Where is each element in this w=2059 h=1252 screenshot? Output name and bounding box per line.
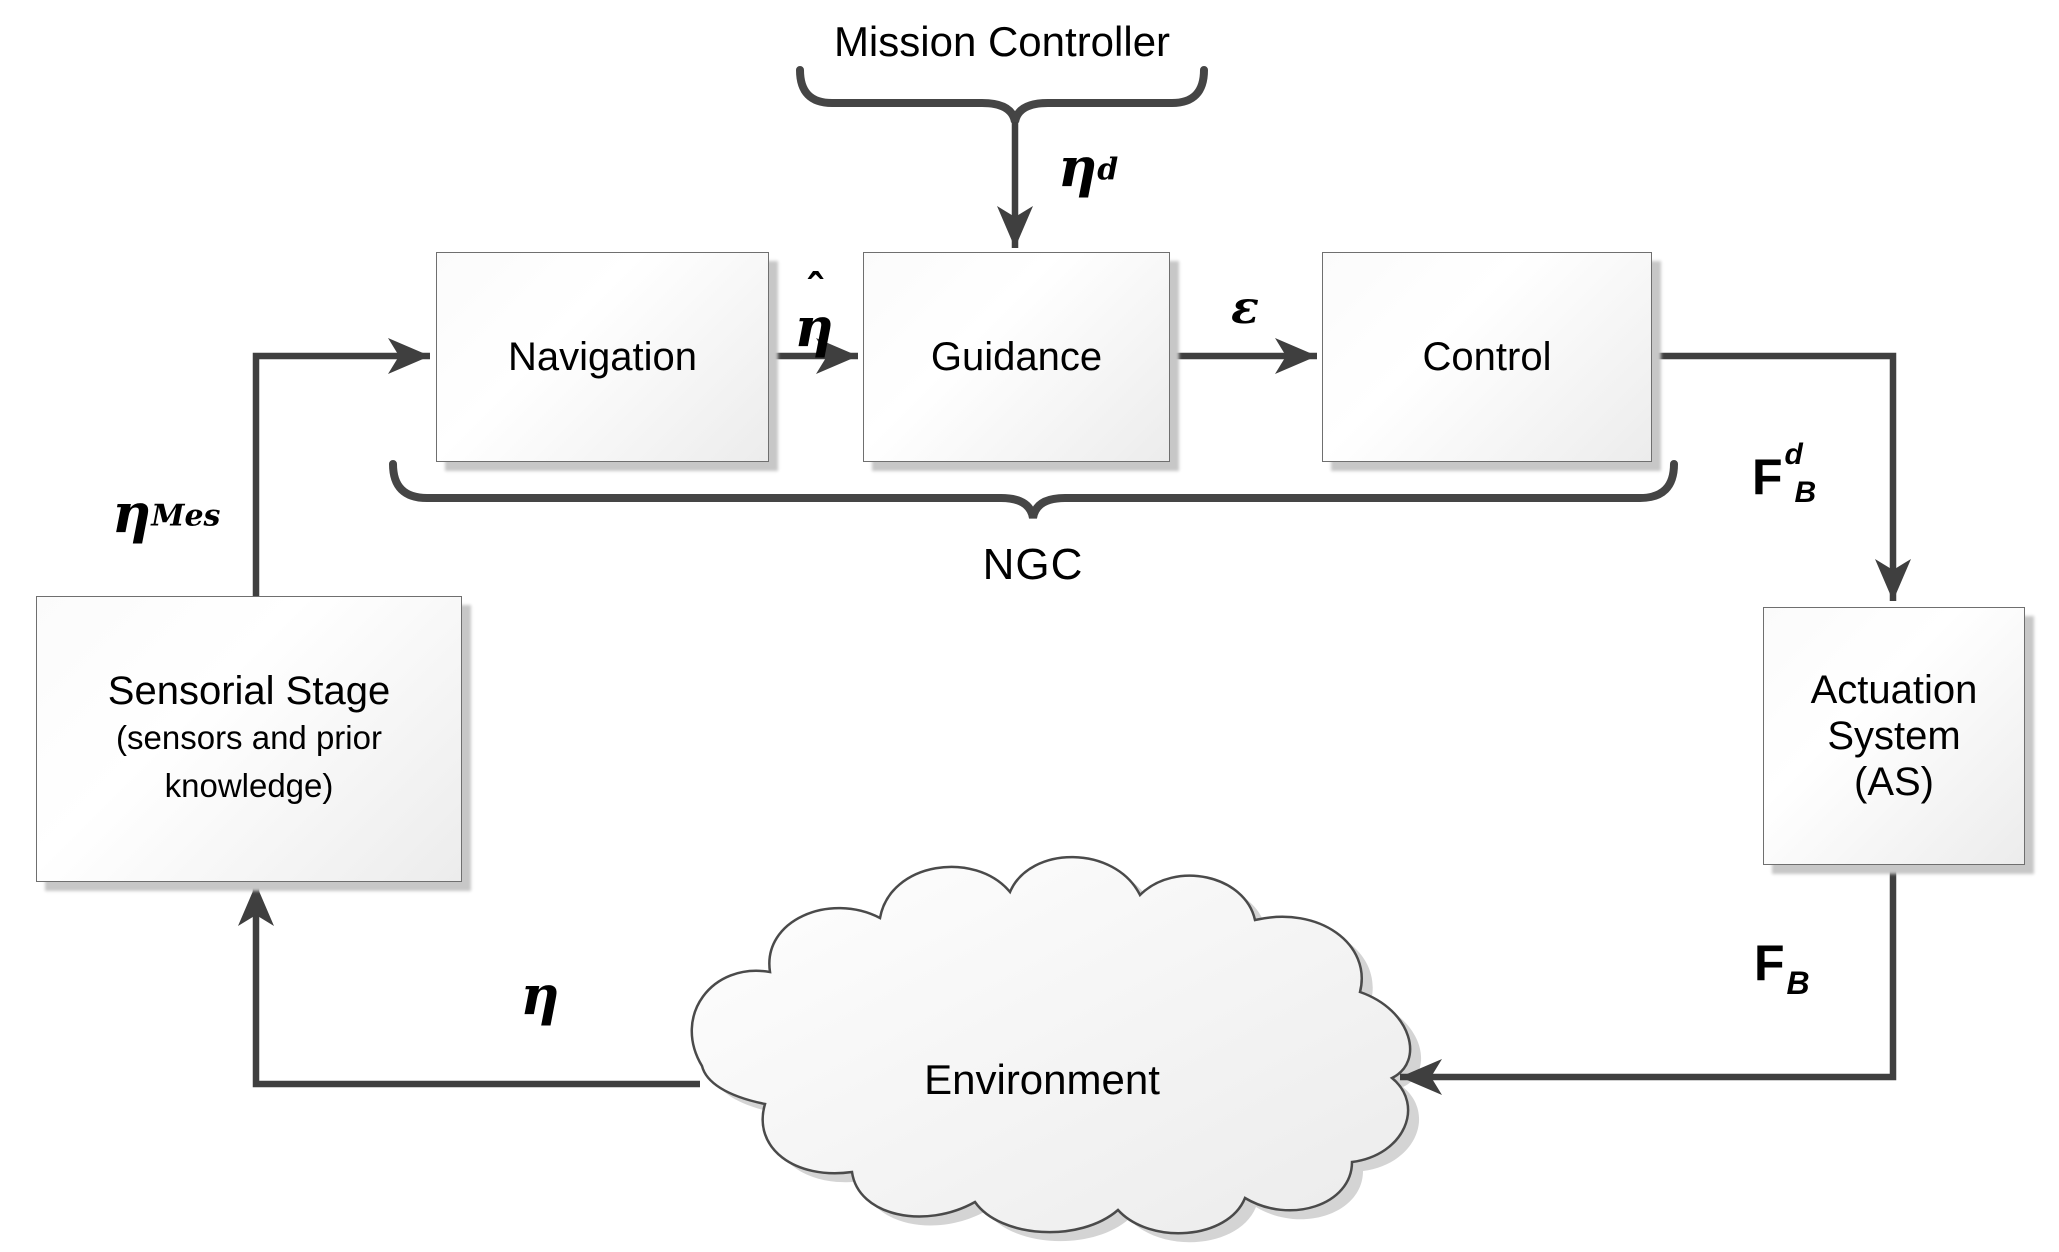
mission-controller-label: Mission Controller <box>833 18 1171 65</box>
ngc-brace <box>389 460 1678 519</box>
edge-control-to-actuation <box>1650 352 1911 601</box>
mission-controller-brace <box>796 66 1208 123</box>
navigation-box: Navigation <box>436 252 769 462</box>
control-label: Control <box>1422 335 1552 379</box>
sensorial-stage-sub2: knowledge) <box>164 767 334 804</box>
force-sub: B <box>1786 965 1810 1001</box>
eta-measured-sup: Mes <box>151 498 221 534</box>
actuation-system-box: Actuation System (AS) <box>1763 607 2025 865</box>
actuation-line1: Actuation <box>1810 668 1978 712</box>
eta-feedback-symbol: η <box>520 963 560 1027</box>
eta-measured-base: η <box>112 481 152 545</box>
actuation-line2: System <box>1827 714 1961 758</box>
guidance-label: Guidance <box>930 335 1103 379</box>
guidance-box: Guidance <box>863 252 1170 462</box>
control-box: Control <box>1322 252 1652 462</box>
actuation-line3: (AS) <box>1854 760 1934 804</box>
label-eta-feedback: η <box>520 968 559 1022</box>
navigation-label: Navigation <box>507 335 697 379</box>
sensorial-stage-sub1: (sensors and prior <box>116 719 382 757</box>
force-desired-sub: B <box>1794 476 1817 509</box>
eta-desired-base: η <box>1058 135 1098 199</box>
force-desired-base: F <box>1752 449 1783 505</box>
edge-sensorial-to-navigation <box>252 338 430 598</box>
force-base: F <box>1754 935 1785 991</box>
epsilon-symbol: ε <box>1231 280 1259 334</box>
eta-hat-accent: ˆ <box>804 266 827 317</box>
environment-cloud <box>690 855 1412 1235</box>
sensorial-stage-box: Sensorial Stage (sensors and prior knowl… <box>36 596 462 882</box>
label-eta-desired: ηd <box>1058 140 1118 194</box>
edge-environment-to-sensorial <box>238 884 700 1088</box>
sensorial-stage-title: Sensorial Stage <box>107 669 391 714</box>
environment-label: Environment <box>924 1056 1160 1103</box>
force-desired-sup: d <box>1784 438 1803 471</box>
edge-actuation-to-environment <box>1400 863 1897 1095</box>
label-force-desired: F d B <box>1752 440 1817 509</box>
label-epsilon: ε <box>1231 284 1259 330</box>
label-eta-estimate: ˆ η <box>794 270 833 355</box>
ngc-label: NGC <box>982 540 1084 589</box>
label-force-body: FB <box>1754 938 1810 1002</box>
label-eta-measured: ηMes <box>112 486 220 540</box>
eta-desired-sup: d <box>1097 152 1119 188</box>
